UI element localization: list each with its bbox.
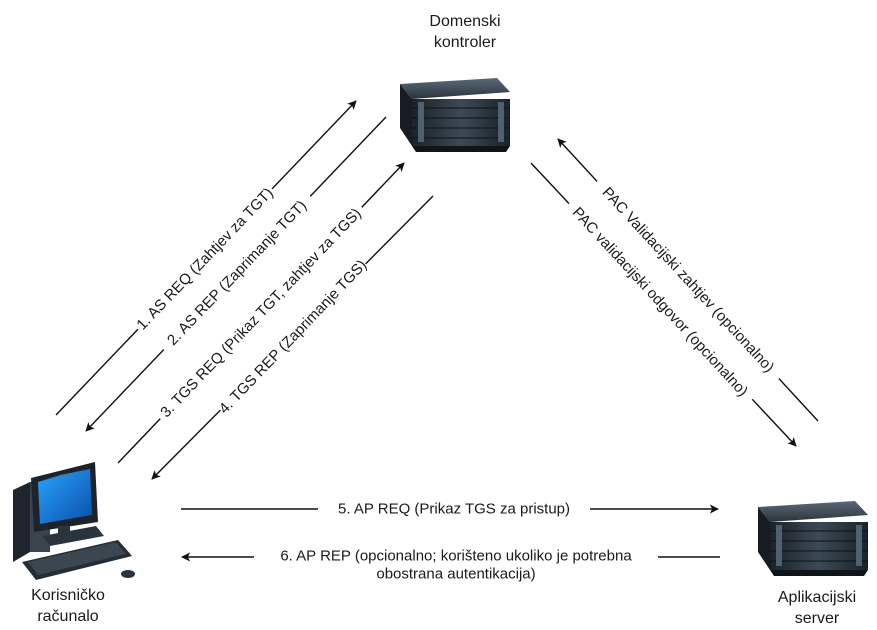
pac-req-label: PAC Validacijski zahtjev (opcionalno) (599, 184, 778, 376)
pac-rep-label-group: PAC validacijski odgovor (opcionalno) (561, 196, 759, 408)
domain-controller-label-line2: kontroler (433, 34, 497, 51)
pac-req-label-group: PAC Validacijski zahtjev (opcionalno) (589, 174, 787, 386)
ap-rep-label-line1: 6. AP REP (opcionalno; korišteno ukoliko… (280, 548, 632, 565)
ap-req-label: 5. AP REQ (Prikaz TGS za pristup) (338, 501, 570, 518)
domain-controller-label-line1: Domenski (429, 13, 501, 30)
pac-rep-label: PAC validacijski odgovor (opcionalno) (569, 204, 751, 400)
client-computer-icon (13, 462, 135, 580)
client-computer-label-line2: računalo (37, 608, 99, 625)
client-computer-label-line1: Korisničko (31, 587, 105, 604)
client-computer-label: Korisničko računalo (18, 585, 118, 627)
ap-rep-label-group: 6. AP REP (opcionalno; korišteno ukoliko… (254, 545, 658, 585)
app-server-label-line1: Aplikacijski (777, 589, 857, 606)
app-server-label: Aplikacijski server (765, 587, 869, 629)
ap-rep-label-line2: obostrana autentikacija) (376, 566, 535, 583)
app-server-icon (758, 501, 868, 576)
domain-controller-label: Domenski kontroler (420, 11, 510, 53)
app-server-label-line2: server (794, 610, 840, 627)
ap-req-label-group: 5. AP REQ (Prikaz TGS za pristup) (318, 498, 590, 520)
domain-controller-server-icon (400, 78, 510, 152)
